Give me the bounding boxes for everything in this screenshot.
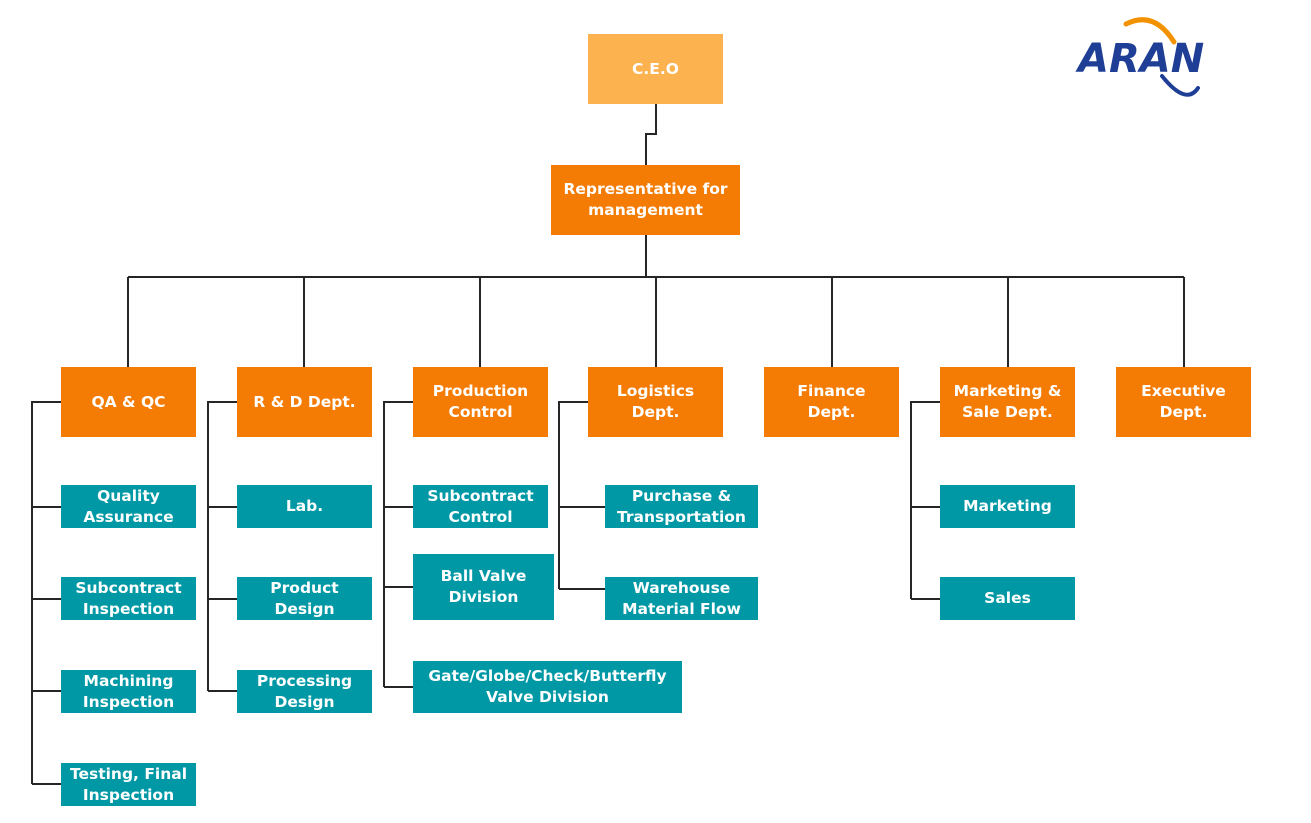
- dept-finance: Finance Dept.: [764, 367, 899, 437]
- unit-processing-design: Processing Design: [237, 670, 372, 713]
- unit-marketing: Marketing: [940, 485, 1075, 528]
- unit-machining-inspection: Machining Inspection: [61, 670, 196, 713]
- dept-executive: Executive Dept.: [1116, 367, 1251, 437]
- logo-arc-bottom-icon: [1160, 74, 1200, 97]
- dept-qa-qc: QA & QC: [61, 367, 196, 437]
- unit-subcontract-control: Subcontract Control: [413, 485, 548, 528]
- unit-purchase-transportation: Purchase & Transportation: [605, 485, 758, 528]
- unit-lab: Lab.: [237, 485, 372, 528]
- aran-logo: ARAN: [1075, 17, 1204, 97]
- unit-subcontract-inspection: Subcontract Inspection: [61, 577, 196, 620]
- logo-arc-top-icon: [1123, 17, 1177, 45]
- representative-box: Representative for management: [551, 165, 740, 235]
- connector-logistics-trunk: [558, 401, 588, 589]
- connector-qa-qc-trunk: [31, 401, 61, 784]
- unit-product-design: Product Design: [237, 577, 372, 620]
- unit-sales: Sales: [940, 577, 1075, 620]
- ceo-box: C.E.O: [588, 34, 723, 104]
- unit-testing-final-inspection: Testing, Final Inspection: [61, 763, 196, 806]
- dept-marketing-sale: Marketing & Sale Dept.: [940, 367, 1075, 437]
- connector-rd-trunk: [207, 401, 237, 691]
- connector-production-trunk: [383, 401, 413, 687]
- dept-rd: R & D Dept.: [237, 367, 372, 437]
- dept-logistics: Logistics Dept.: [588, 367, 723, 437]
- dept-production-control: Production Control: [413, 367, 548, 437]
- connector-marketing-trunk: [910, 401, 940, 599]
- connector-ceo-rep: [645, 104, 657, 165]
- unit-warehouse-material-flow: Warehouse Material Flow: [605, 577, 758, 620]
- logo-wordmark: ARAN: [1075, 36, 1204, 82]
- unit-ball-valve-division: Ball Valve Division: [413, 554, 554, 620]
- unit-gate-globe-check-butterfly-division: Gate/Globe/Check/Butterfly Valve Divisio…: [413, 661, 682, 713]
- unit-quality-assurance: Quality Assurance: [61, 485, 196, 528]
